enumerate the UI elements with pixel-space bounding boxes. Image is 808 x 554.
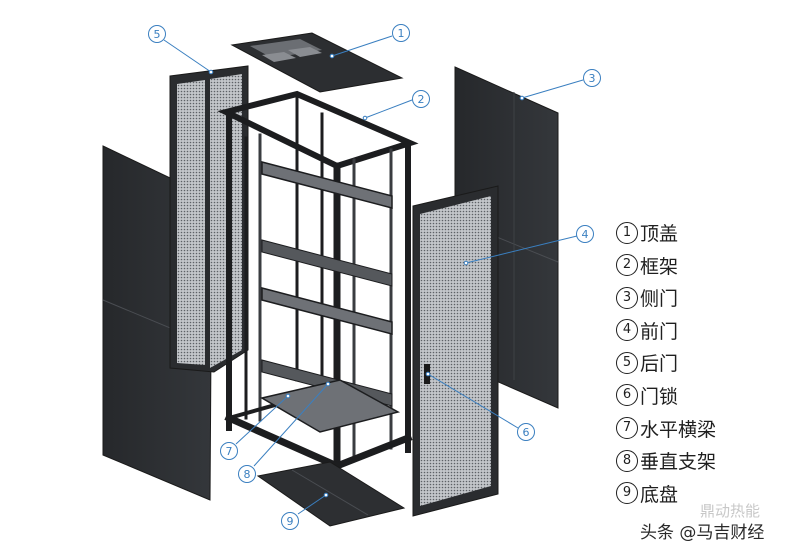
base-plate [256,461,406,527]
legend-number: 9 [616,482,638,505]
callout-marker-3-text: 3 [589,72,596,85]
callout-marker-6-text: 6 [523,426,530,439]
faint-watermark: 鼎动热能 [700,502,761,520]
legend-label: 侧门 [640,288,679,311]
callout-marker-9-text: 9 [287,515,294,528]
legend-label: 顶盖 [640,223,679,246]
legend-number: 1 [616,221,638,244]
watermark-text: 头条 @马吉财经 [640,523,765,543]
callout-leaders [163,35,584,515]
callout-marker-2-text: 2 [418,93,425,106]
legend-number: 6 [616,384,638,407]
legend-label: 前门 [640,320,679,343]
legend-number: 8 [616,449,638,472]
callout-marker-8-text: 8 [244,468,251,481]
callout-marker-4-text: 4 [582,228,589,241]
cabinet-frame [217,90,419,479]
legend-label: 门锁 [640,386,679,409]
callout-marker-8: 8 [238,465,256,483]
callout-marker-9: 9 [281,512,299,530]
legend-number: 7 [616,417,638,440]
legend-label: 底盘 [640,483,679,506]
callout-marker-1: 1 [392,24,410,42]
legend-number: 3 [616,286,638,309]
legend-label: 水平横梁 [640,418,717,441]
callout-marker-3: 3 [583,69,601,87]
callout-dots [208,53,525,498]
callout-marker-7: 7 [220,442,238,460]
callout-markers: 1 2 3 4 5 6 7 8 9 [148,24,601,530]
legend-label: 后门 [640,353,679,376]
source-watermark: 头条 @马吉财经 [640,518,764,543]
callout-marker-2: 2 [412,90,430,108]
callout-marker-4: 4 [576,225,594,243]
callout-marker-1-text: 1 [398,27,405,40]
legend-label: 垂直支架 [640,451,717,474]
legend-number: 5 [616,351,638,374]
callout-marker-6: 6 [517,423,535,441]
front-door [412,185,499,517]
callout-marker-7-text: 7 [226,445,233,458]
legend-label: 框架 [640,255,679,278]
legend-number: 4 [616,319,638,342]
callout-marker-5: 5 [148,25,166,43]
legend-number: 2 [616,254,638,277]
top-cover [230,32,404,93]
callout-marker-5-text: 5 [154,28,161,41]
